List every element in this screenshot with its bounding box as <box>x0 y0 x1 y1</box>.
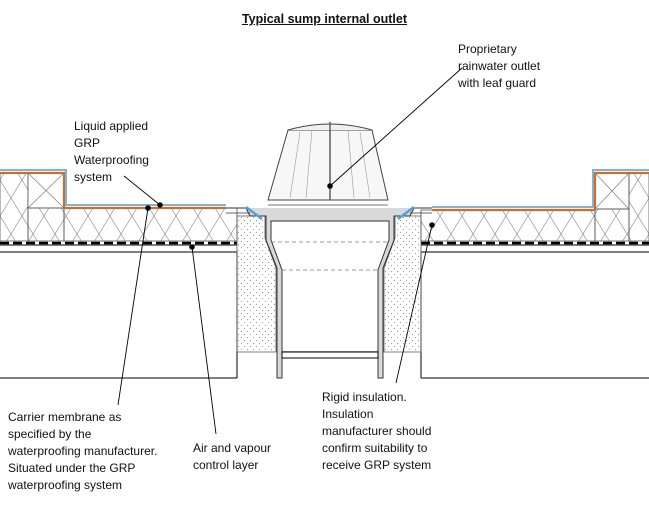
rainwater-outlet <box>226 206 432 379</box>
leaf-guard <box>267 122 389 206</box>
avcl-leader-dot <box>189 244 195 250</box>
avcl-leader <box>191 246 217 435</box>
waterproofing-layers <box>0 169 649 212</box>
outlet-leader <box>329 67 463 187</box>
insulation-label: Rigid insulation. Insulation manufacture… <box>322 390 432 472</box>
outlet-leader-dot <box>327 183 333 189</box>
carrier-leader-dot <box>145 205 151 211</box>
rigid-insulation <box>0 172 649 242</box>
leader-lines <box>117 67 463 435</box>
waterproofing-leader <box>123 175 161 206</box>
outlet-label: Proprietary rainwater outlet with leaf g… <box>458 42 541 90</box>
carrier-leader <box>117 207 149 406</box>
waterproofing-label: Liquid applied GRP Waterproofing system <box>74 119 149 184</box>
carrier-membrane-label: Carrier membrane as specified by the wat… <box>8 410 158 492</box>
sump-insulation <box>236 215 422 353</box>
vapour-control-label: Air and vapour control layer <box>193 441 272 472</box>
waterproofing-leader-dot <box>157 202 163 208</box>
insulation-leader-dot <box>429 222 435 228</box>
diagram-title: Typical sump internal outlet <box>241 12 408 26</box>
insulation-leader <box>395 224 433 384</box>
